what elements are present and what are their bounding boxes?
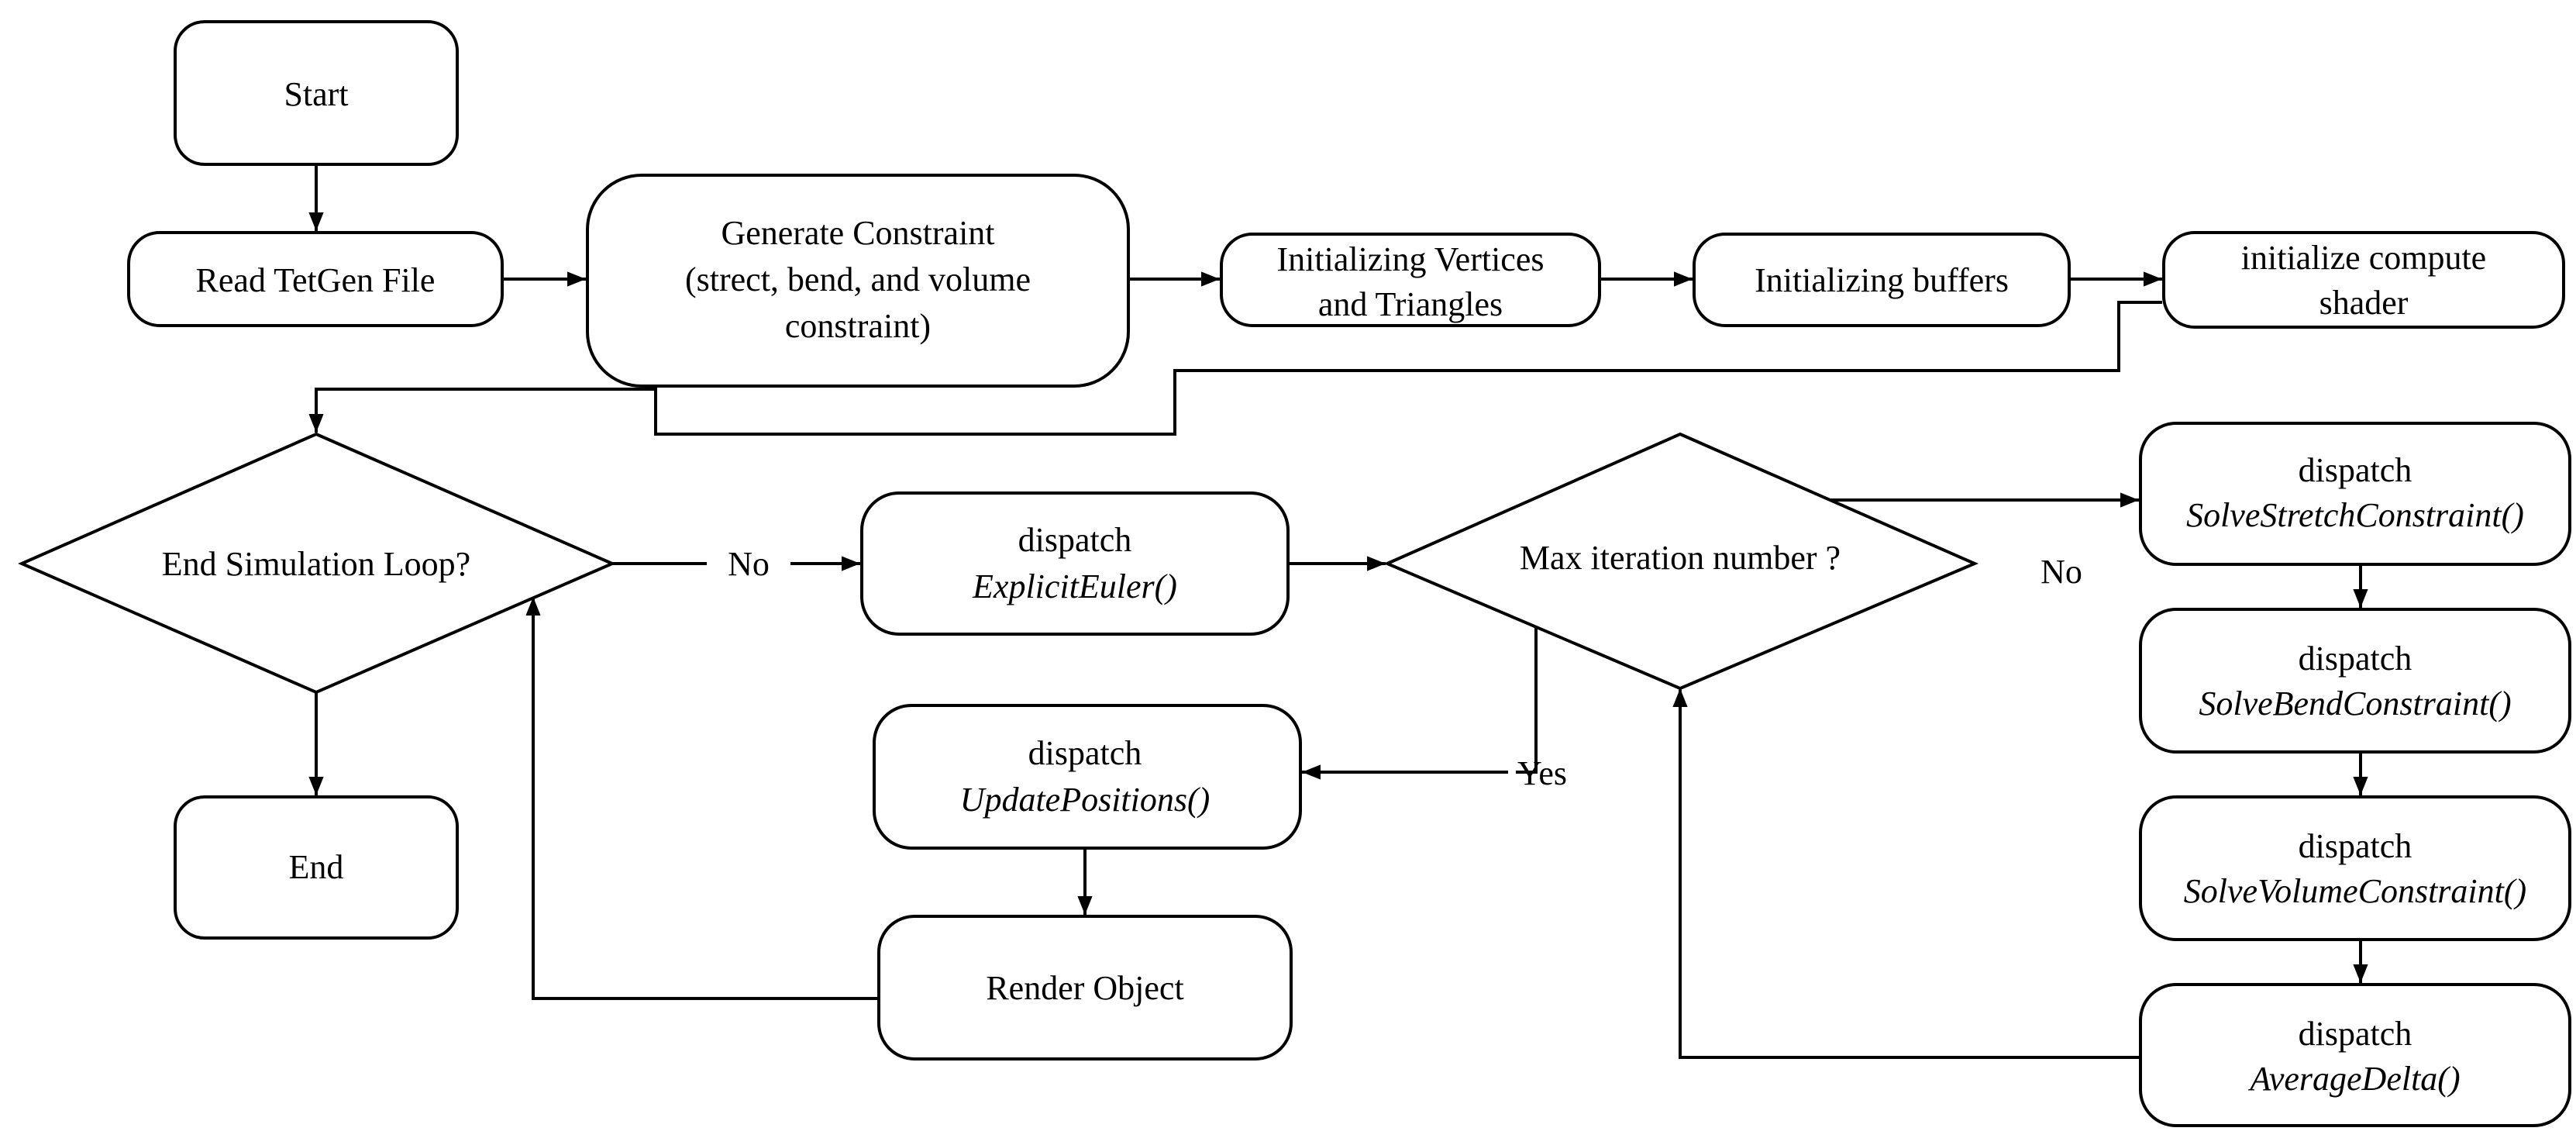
edge-label-iter-no: No	[2040, 553, 2082, 591]
node-bend-box	[2139, 608, 2571, 754]
node-stretch-line-2: SolveStretchConstraint()	[2186, 496, 2524, 534]
node-init-vertices-line-1: Initializing Vertices	[1277, 240, 1545, 278]
node-init-vertices-line-2: and Triangles	[1318, 285, 1503, 323]
node-update-positions-box	[873, 704, 1302, 850]
node-volume-box	[2139, 795, 2571, 941]
node-end-loop-label: End Simulation Loop?	[162, 545, 470, 583]
node-update-positions-line-1: dispatch	[1028, 734, 1142, 772]
node-average: dispatch AverageDelta()	[2139, 983, 2571, 1127]
edge-label-iter-yes: Yes	[1517, 754, 1567, 792]
node-explicit-euler: dispatch ExplicitEuler()	[860, 491, 1290, 636]
node-volume-line-2: SolveVolumeConstraint()	[2184, 872, 2526, 910]
node-volume-line-1: dispatch	[2299, 827, 2412, 865]
node-read-tetgen-label: Read TetGen File	[196, 261, 436, 299]
node-render: Render Object	[877, 915, 1293, 1061]
node-stretch: dispatch SolveStretchConstraint()	[2139, 422, 2571, 566]
edge-average-to-maxiter	[1672, 688, 2139, 1059]
node-bend: dispatch SolveBendConstraint()	[2139, 608, 2571, 754]
node-end-loop-diamond	[18, 432, 617, 695]
node-explicit-euler-box	[860, 491, 1290, 636]
node-explicit-euler-line-1: dispatch	[1018, 521, 1132, 559]
node-bend-line-1: dispatch	[2299, 640, 2412, 678]
node-volume: dispatch SolveVolumeConstraint()	[2139, 795, 2571, 941]
node-update-positions-line-2: UpdatePositions()	[960, 781, 1211, 819]
node-end: End	[174, 795, 459, 940]
node-render-label: Render Object	[986, 969, 1183, 1007]
node-average-line-2: AverageDelta()	[2247, 1060, 2460, 1098]
node-init-buffers-label: Initializing buffers	[1755, 261, 2009, 299]
node-end-box	[174, 795, 459, 940]
node-read-tetgen-box	[127, 231, 504, 327]
node-average-line-1: dispatch	[2299, 1015, 2412, 1053]
edges	[308, 164, 2368, 1059]
node-bend-line-2: SolveBendConstraint()	[2199, 685, 2511, 723]
node-average-box	[2139, 983, 2571, 1127]
node-init-compute: initialize compute shader	[2162, 231, 2565, 329]
node-init-buffers: Initializing buffers	[1693, 233, 2071, 327]
node-generate-constraint-line-2: (strect, bend, and volume	[685, 260, 1031, 298]
node-generate-constraint-box	[586, 174, 1130, 388]
node-explicit-euler-line-2: ExplicitEuler()	[972, 567, 1177, 605]
node-init-compute-line-2: shader	[2319, 284, 2409, 322]
node-init-vertices: Initializing Vertices and Triangles	[1220, 233, 1601, 327]
node-read-tetgen: Read TetGen File	[127, 231, 504, 327]
edge-maxiter-to-update	[1516, 628, 1538, 774]
edge-render-to-loop	[525, 597, 879, 1000]
node-init-compute-box	[2162, 231, 2565, 329]
node-start-box	[174, 20, 459, 166]
node-start-label: Start	[284, 75, 348, 113]
node-end-label: End	[289, 848, 344, 886]
edge-compute-to-loop	[308, 301, 2162, 436]
node-init-buffers-box	[1693, 233, 2071, 327]
node-update-positions: dispatch UpdatePositions()	[873, 704, 1302, 850]
edge-label-loop-no: No	[728, 545, 770, 583]
node-max-iter: Max iteration number ?	[1383, 432, 1979, 691]
node-stretch-line-1: dispatch	[2299, 451, 2412, 489]
node-render-box	[877, 915, 1293, 1061]
node-max-iter-diamond	[1383, 432, 1979, 691]
node-init-compute-line-1: initialize compute	[2241, 239, 2486, 277]
node-end-loop: End Simulation Loop?	[18, 432, 617, 695]
node-generate-constraint-line-3: constraint)	[785, 307, 931, 345]
node-start: Start	[174, 20, 459, 166]
node-max-iter-label: Max iteration number ?	[1520, 539, 1841, 577]
node-generate-constraint: Generate Constraint (strect, bend, and v…	[586, 174, 1130, 388]
node-init-vertices-box	[1220, 233, 1601, 327]
node-generate-constraint-line-1: Generate Constraint	[721, 214, 994, 252]
node-stretch-box	[2139, 422, 2571, 566]
